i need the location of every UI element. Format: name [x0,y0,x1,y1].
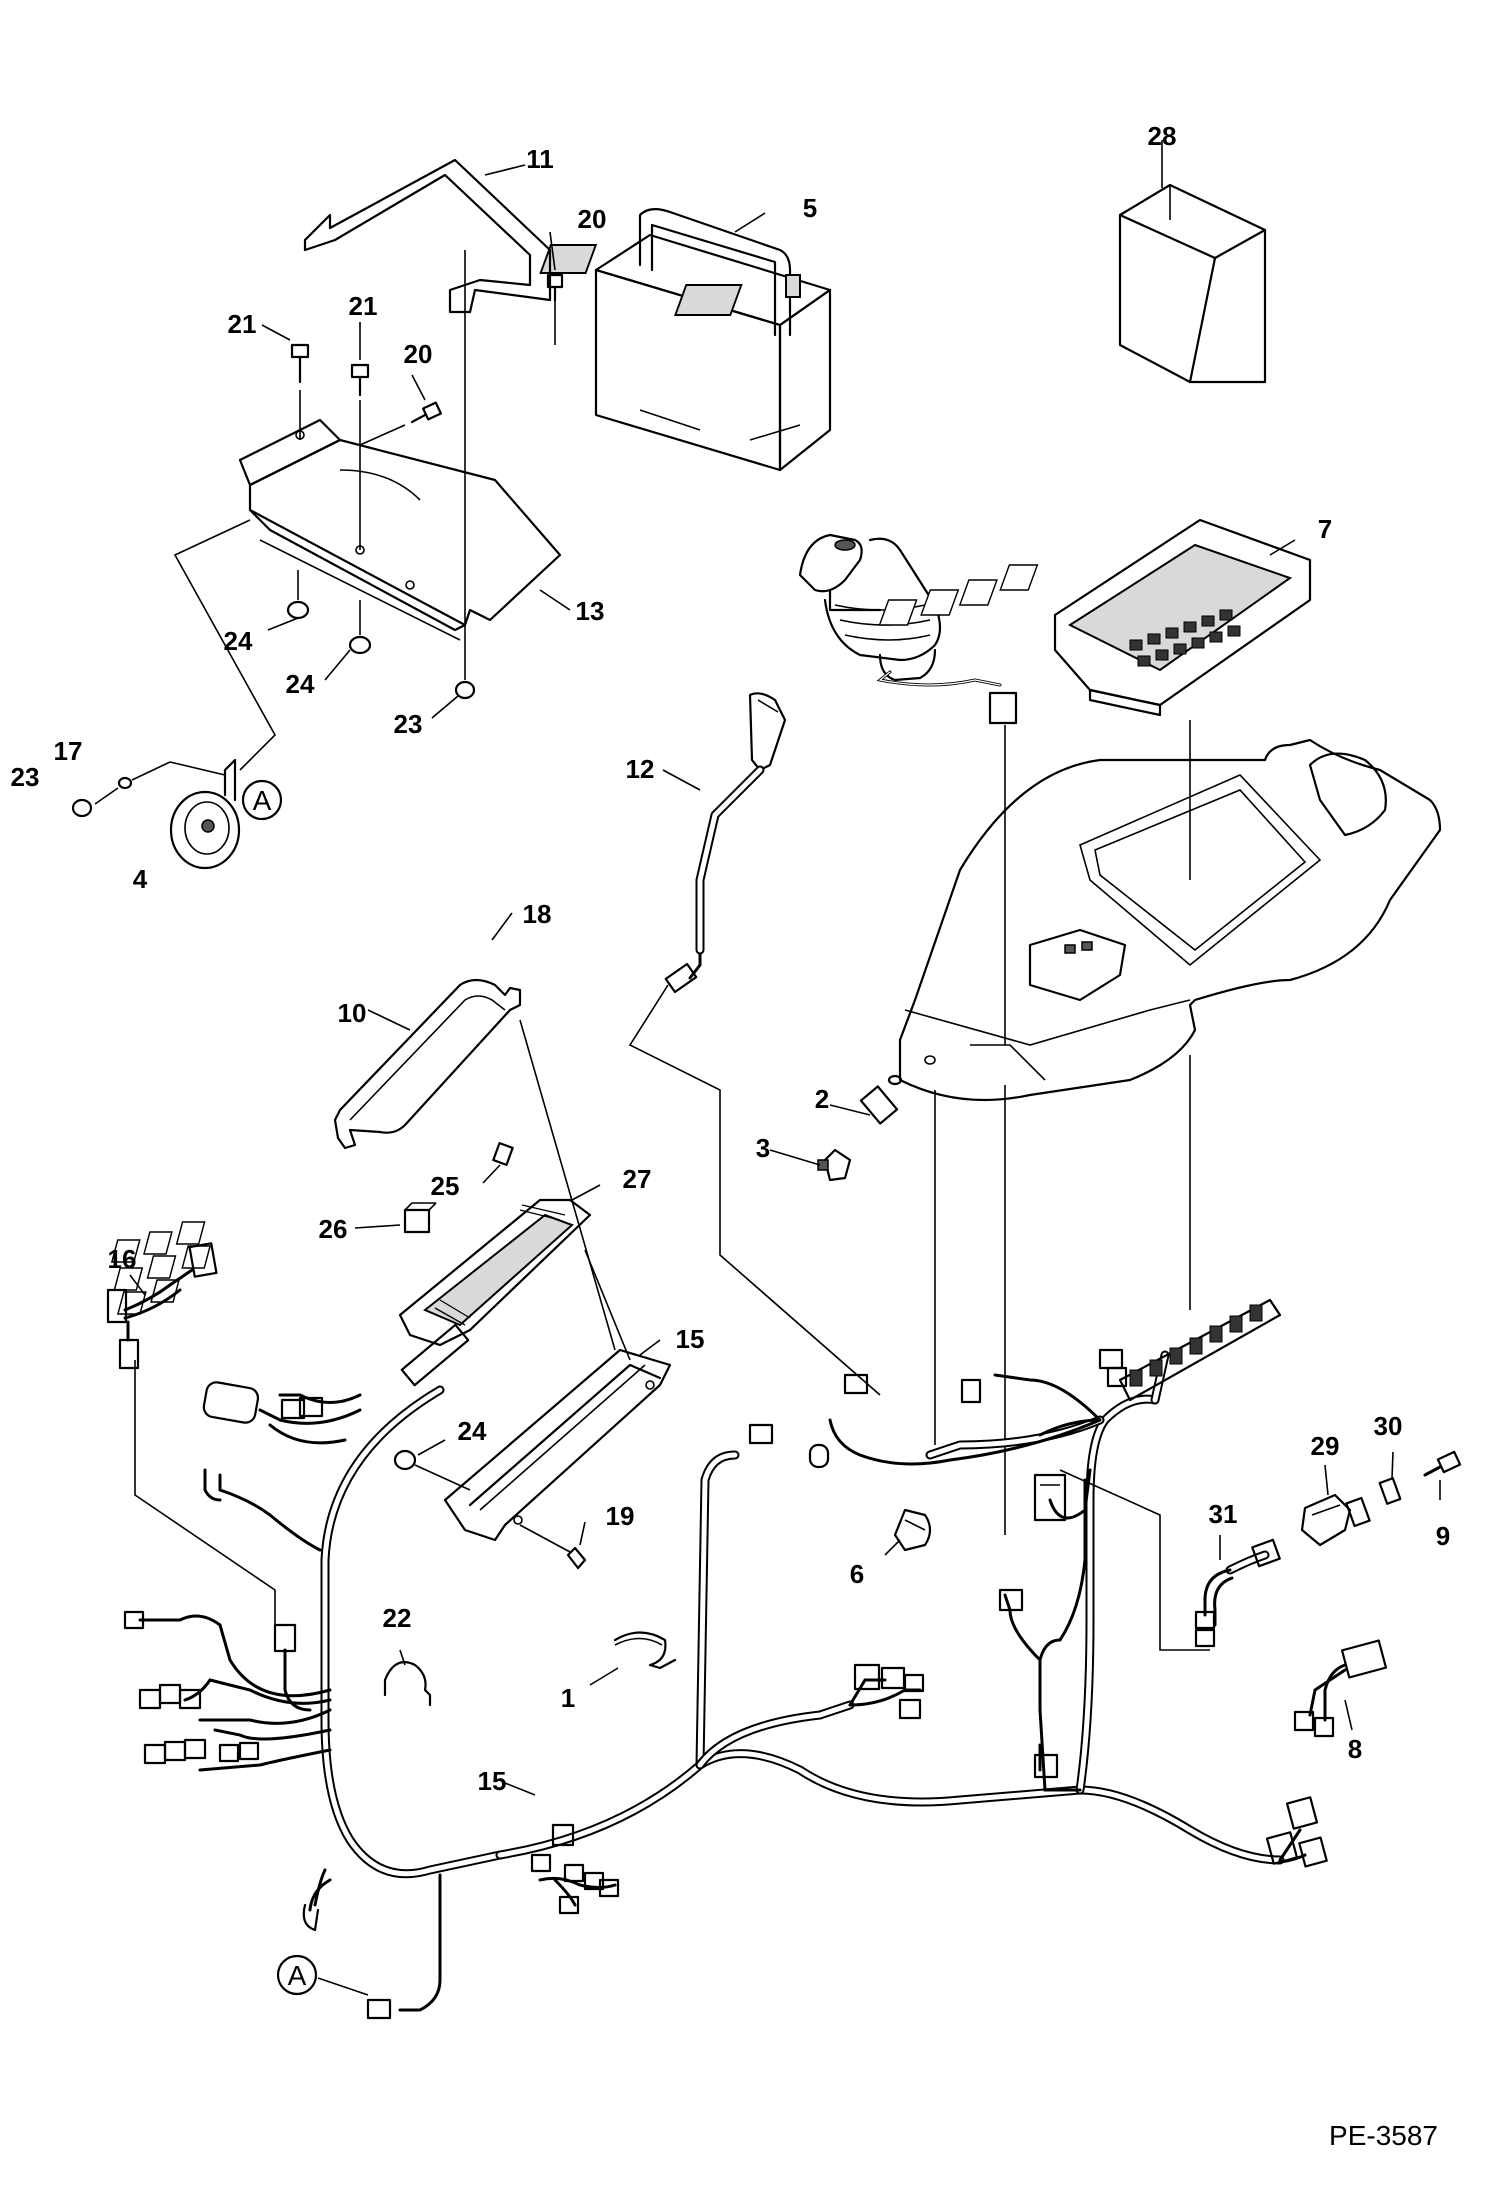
bolt-21-mid [350,363,370,550]
callout-23-left: 23 [11,762,40,792]
callout-1: 1 [561,1683,575,1713]
callout-24-mid: 24 [286,669,315,699]
callout-30: 30 [1374,1411,1403,1441]
part-2-lighter [859,1074,903,1125]
callout-10: 10 [338,998,367,1028]
part-15-main-harness [320,1350,1285,1879]
part-3-socket [817,1148,852,1182]
callout-8: 8 [1348,1734,1362,1764]
callout-labels: 28 11 5 20 21 21 20 7 13 24 24 23 17 23 … [11,121,1451,1796]
operator-console [898,738,1442,1445]
callout-24-top: 24 [224,626,253,656]
callout-5: 5 [803,193,817,223]
callout-27: 27 [623,1164,652,1194]
part-30-bushing [1378,1477,1402,1505]
svg-text:A: A [253,785,272,816]
part-27-fuse-block [110,1198,592,1387]
part-11-bracket [303,158,552,314]
bolt-20-left [359,401,442,446]
part-6-switch [893,1508,932,1552]
callout-22: 22 [383,1603,412,1633]
callout-25: 25 [431,1171,460,1201]
callout-4: 4 [133,864,148,894]
part-22-clamp [383,1661,432,1707]
callout-15: 15 [478,1766,507,1796]
callout-2: 2 [815,1084,829,1114]
callout-7: 7 [1318,514,1332,544]
callout-29: 29 [1311,1431,1340,1461]
part-1-cable-tie [613,1631,677,1670]
part-9-connector [1423,1450,1462,1477]
joystick-handle [798,533,1018,1535]
callout-24-bottom: 24 [458,1416,487,1446]
callout-20-left: 20 [404,339,433,369]
callout-21-mid: 21 [349,291,378,321]
callout-16: 16 [108,1244,137,1274]
callout-leaders [129,140,1441,1796]
part-26-relay [403,1202,437,1234]
part-5-battery [539,208,832,472]
part-7-instrument-panel [878,518,1312,880]
part-8-harness [1293,1639,1388,1738]
callout-21-left: 21 [228,309,257,339]
connector-ref-a-bottom: A [276,1954,369,1996]
callout-6: 6 [850,1559,864,1589]
callout-3: 3 [756,1133,770,1163]
callout-26: 26 [319,1214,348,1244]
callout-14: 15 [676,1324,705,1354]
drawing-code: PE-3587 [1329,2120,1438,2151]
part-14-bracket [393,1348,672,1570]
part-10-cover [333,978,522,1150]
part-16-connector [106,1242,218,1370]
callout-23-top: 23 [394,709,423,739]
part-25-fuse [492,1142,514,1166]
nut-24-mid [348,600,372,655]
callout-28: 28 [1148,121,1177,151]
callout-17: 17 [54,736,83,766]
callout-31: 31 [1209,1499,1238,1529]
callout-20-right: 20 [578,204,607,234]
part-29-socket [1300,1493,1371,1547]
callout-13: 13 [576,596,605,626]
callout-19: 19 [606,1501,635,1531]
nut-24-left [286,570,310,620]
callout-18: 18 [523,899,552,929]
svg-text:A: A [288,1960,307,1991]
callout-9: 9 [1436,1521,1450,1551]
bolt-20-right [546,273,564,345]
part-4-horn [71,519,276,870]
part-28-box [1118,183,1267,384]
callout-11: 11 [526,144,554,174]
connector-ref-a-top: A [241,779,283,821]
part-31-harness [1194,1538,1281,1648]
callout-12: 12 [626,754,655,784]
harness-connectors [123,1298,1328,2020]
part-12-lever [628,692,881,1396]
bolt-21-left [290,343,310,440]
nut-23-top [454,250,476,700]
